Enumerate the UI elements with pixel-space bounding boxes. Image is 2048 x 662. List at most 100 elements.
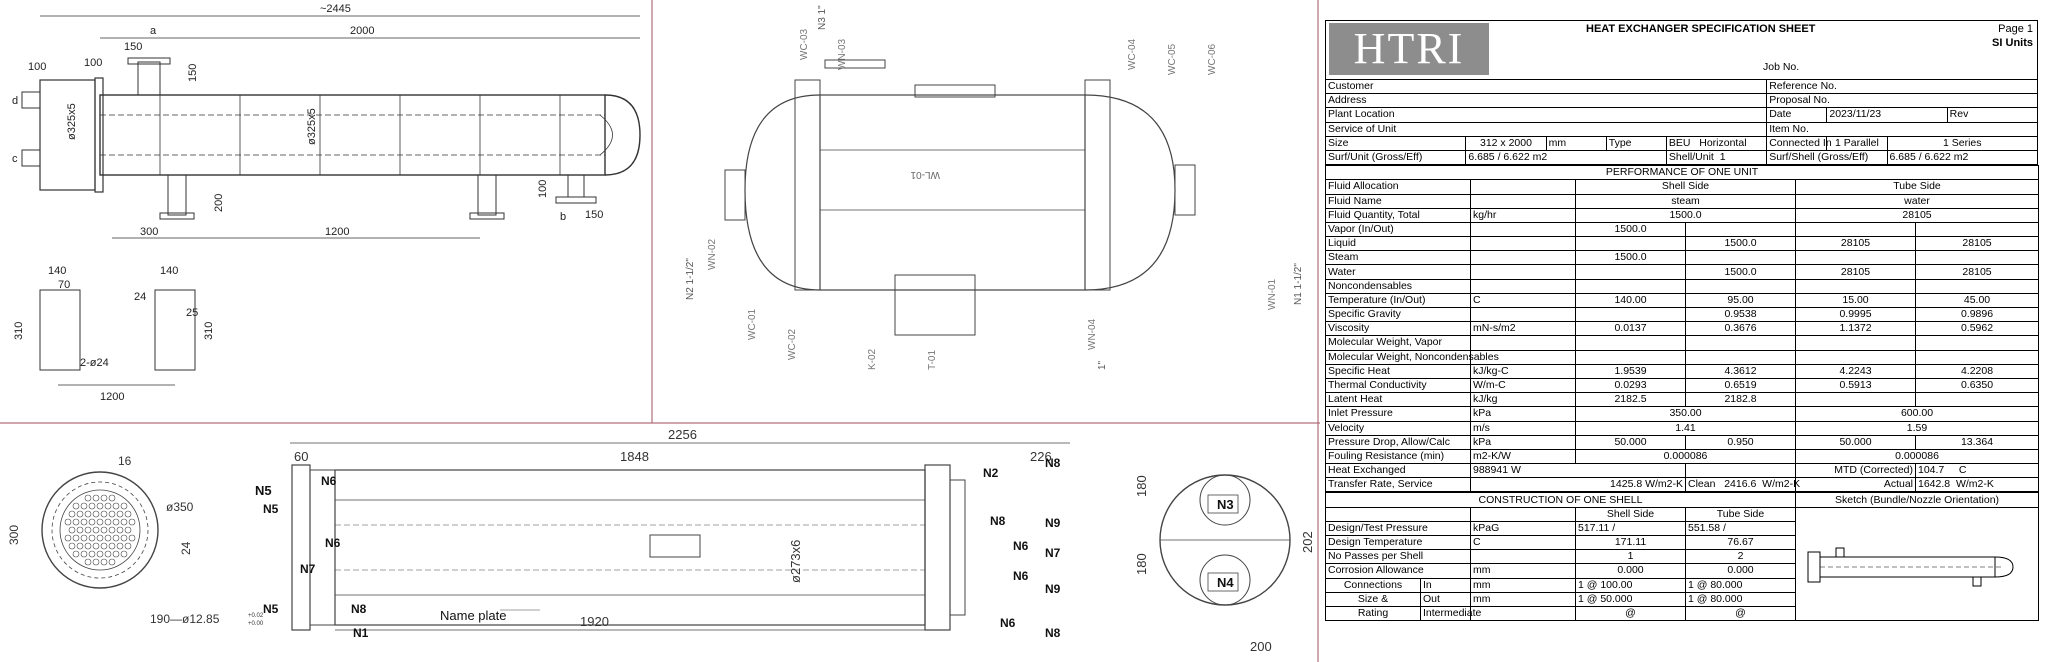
type-value: BEU: [1668, 136, 1691, 149]
dim-150b: 150: [585, 209, 603, 221]
perf-unit: [1470, 236, 1576, 252]
perf-label: Molecular Weight, Vapor: [1325, 335, 1471, 351]
tube-hole: [128, 518, 136, 526]
tubesheet-drawing: 16 ø350 300 24 190—ø12.85 +0.02 +0.00: [7, 454, 264, 627]
tube-hole: [100, 558, 108, 566]
job-no-label: Job No.: [1763, 61, 1800, 73]
perf-tube: 0.000086: [1794, 448, 2040, 465]
tube-hole: [72, 502, 80, 510]
dim-1200: 1200: [325, 226, 349, 238]
wl01-label: WL-01: [910, 169, 940, 180]
saddle-dim-310b: 310: [203, 322, 215, 340]
tube-hole: [92, 526, 100, 534]
end-n3-label: N3: [1217, 497, 1234, 512]
tube-hole: [104, 502, 112, 510]
dia-label-1: ø325x5: [66, 103, 78, 140]
nozzle-b-label: b: [560, 211, 566, 223]
tube-hole: [120, 518, 128, 526]
perf-cell: 1500.0: [1575, 221, 1686, 238]
tag-wc01: WC-01: [747, 308, 758, 340]
conn-in-shell: 1 @ 100.00: [1575, 577, 1686, 593]
tag-k02: K-02: [867, 348, 878, 370]
perf-label: Specific Heat: [1325, 363, 1471, 379]
corrosion-tube: 0.000: [1684, 563, 1797, 579]
tube-hole: [84, 542, 92, 550]
nozzle-n9-a: N9: [1045, 516, 1061, 530]
tube-hole: [124, 542, 132, 550]
tube-hole: [108, 510, 116, 518]
perf-cell: [1685, 278, 1796, 294]
perf-cell: [1575, 236, 1686, 252]
perf-cell: 13.364: [1914, 434, 2040, 450]
perf-cell: [1914, 221, 2040, 238]
assembly-nozzle-labels: N5 N6 N6 N7 N5 N8 N1 N2 N8 N8 N9 N6 N7 N…: [263, 456, 1061, 640]
dim-226: 226: [1030, 449, 1052, 464]
tube-hole: [104, 518, 112, 526]
tag-wc02: WC-02: [787, 328, 798, 360]
tube-hole: [96, 550, 104, 558]
connections-label: Connections: [1325, 577, 1421, 593]
perf-row: Vapor (In/Out)1500.0: [1325, 221, 2040, 238]
perf-cell: 28105: [1795, 264, 1916, 280]
perf-cell: 1.1372: [1795, 321, 1916, 337]
perf-cell: [1914, 250, 2040, 266]
tube-hole: [108, 542, 116, 550]
corrosion-shell: 0.000: [1575, 563, 1686, 579]
tube-hole: [120, 534, 128, 542]
dim-300: 300: [140, 226, 158, 238]
nozzle-n7-b: N7: [1045, 546, 1061, 560]
tube-hole: [100, 526, 108, 534]
perf-label: Viscosity: [1325, 321, 1471, 337]
perf-label: Inlet Pressure: [1325, 406, 1471, 422]
perf-label: Fouling Resistance (min): [1325, 448, 1471, 465]
perf-tube: 1.59: [1794, 420, 2040, 436]
perf-unit: kPa: [1470, 434, 1576, 450]
conn-out-label: Out: [1420, 591, 1471, 607]
perf-shell: 0.000086: [1575, 448, 1796, 465]
dim-1920: 1920: [580, 614, 609, 629]
perf-unit: [1470, 221, 1576, 238]
nozzle-n8-b: N8: [1045, 456, 1061, 470]
date-value: 2023/11/23: [1826, 107, 1948, 123]
perf-cell: 2182.5: [1575, 392, 1686, 408]
perf-label: Noncondensables: [1325, 278, 1471, 294]
conn-int-tube: @: [1684, 605, 1797, 622]
perf-cell: 0.6350: [1914, 377, 2040, 394]
perf-cell: 0.9896: [1914, 306, 2040, 323]
perf-cell: 95.00: [1685, 292, 1796, 309]
tubesheet-dim-16: 16: [118, 454, 132, 468]
shell-unit-label: Shell/Unit: [1668, 151, 1714, 164]
dim-2256: 2256: [668, 427, 697, 442]
tube-hole: [112, 550, 120, 558]
tube-hole: [112, 534, 120, 542]
tube-hole: [116, 510, 124, 518]
tube-hole: [88, 534, 96, 542]
cons-shell-header: Shell Side: [1575, 506, 1686, 522]
perf-cell: 1500.0: [1575, 250, 1686, 266]
tube-hole: [108, 526, 116, 534]
dia-label-2: ø325x5: [306, 108, 318, 145]
perf-cell: 0.0137: [1575, 321, 1686, 337]
actual-unit: W/m2-K: [1955, 478, 1994, 491]
perf-cell: 28105: [1914, 236, 2040, 252]
perf-shell: 350.00: [1575, 406, 1796, 422]
tube-hole: [124, 510, 132, 518]
series-count: 1: [1942, 136, 1949, 149]
dim-60: 60: [294, 449, 308, 464]
perf-label: Fluid Quantity, Total: [1325, 207, 1471, 223]
nozzle-n8-d: N8: [1045, 626, 1061, 640]
tube-hole: [72, 534, 80, 542]
perf-unit: [1470, 250, 1576, 266]
perf-cell: 0.0293: [1575, 377, 1686, 394]
nozzle-n7-a: N7: [300, 562, 316, 576]
orientation-value: Horizontal: [1699, 136, 1747, 149]
reference-label: Reference No.: [1766, 78, 2038, 95]
conn-in-tube: 1 @ 80.000: [1684, 577, 1797, 593]
perf-shell: steam: [1575, 193, 1796, 209]
perf-label: Specific Gravity: [1325, 306, 1471, 323]
tag-wc05: WC-05: [1167, 43, 1178, 75]
